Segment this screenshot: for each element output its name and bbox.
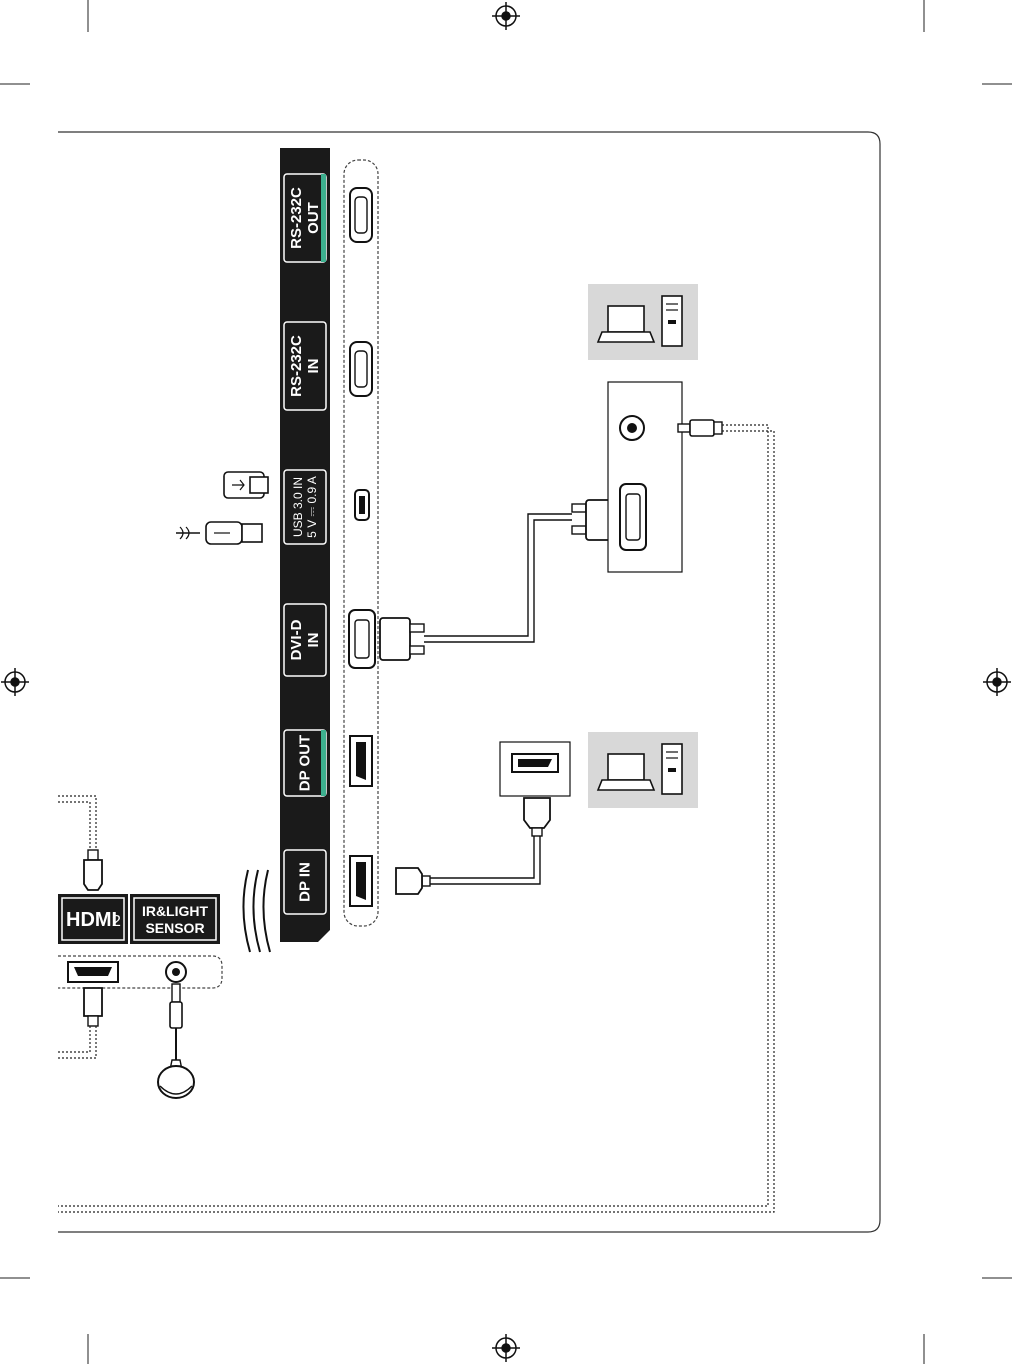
dp-out-port-icon <box>350 736 372 786</box>
sensor-jack-icon <box>166 962 186 982</box>
pc-device-box-top <box>588 284 698 360</box>
rs232c-out-label-line: OUT <box>305 202 322 234</box>
pc-dvi-port-icon <box>620 484 646 550</box>
rs232c-out-label-line: RS-232C <box>288 187 305 249</box>
rs232c-out-port-icon <box>350 188 372 242</box>
rs232c-in-label-line: RS-232C <box>288 335 305 397</box>
usb-port-icon <box>355 490 369 520</box>
wireless-signal-icon <box>243 870 270 952</box>
dvi-d-in-label-line: IN <box>305 633 322 648</box>
registration-mark-right <box>983 668 1011 696</box>
dp-in-port-icon <box>350 856 372 906</box>
pc-device-box-bottom <box>588 732 698 808</box>
sensor-label-block: IR&LIGHT SENSOR <box>130 894 220 944</box>
sensor-label-line1: IR&LIGHT <box>142 903 209 919</box>
dp-out-label-line: DP OUT <box>297 735 314 791</box>
hdmi-label: HDMI <box>66 909 117 931</box>
registration-mark-left <box>1 668 29 696</box>
dp-cable <box>396 798 550 894</box>
dp-in-label-line: DP IN <box>297 862 314 902</box>
usb-label-line: USB 3.0 IN <box>291 477 305 537</box>
hdmi-number: 2 <box>112 913 121 930</box>
hdmi-label-block: HDMI 2 <box>58 894 128 944</box>
dvi-cable <box>380 500 614 660</box>
port-panel <box>280 148 330 942</box>
registration-mark-top <box>492 2 520 30</box>
rs232c-in-port-icon <box>350 342 372 396</box>
usb-cable-icon <box>176 522 262 544</box>
hdmi-port-icon <box>68 962 118 982</box>
ir-light-sensor-device <box>158 984 194 1098</box>
pc-audio-jack-icon <box>620 416 644 440</box>
dvi-d-in-label-line: DVI-D <box>288 619 305 660</box>
usb-label-line: 5 V ⎓ 0.9 A <box>305 476 319 538</box>
rs232c-in-label-line: IN <box>305 359 322 374</box>
usb-flash-drive-icon <box>224 472 268 498</box>
dp-source-port-box <box>500 742 570 796</box>
registration-mark-bottom <box>492 1334 520 1362</box>
dvi-port-icon <box>349 610 375 668</box>
port-column-outline <box>344 160 378 926</box>
sensor-label-line2: SENSOR <box>145 920 204 936</box>
